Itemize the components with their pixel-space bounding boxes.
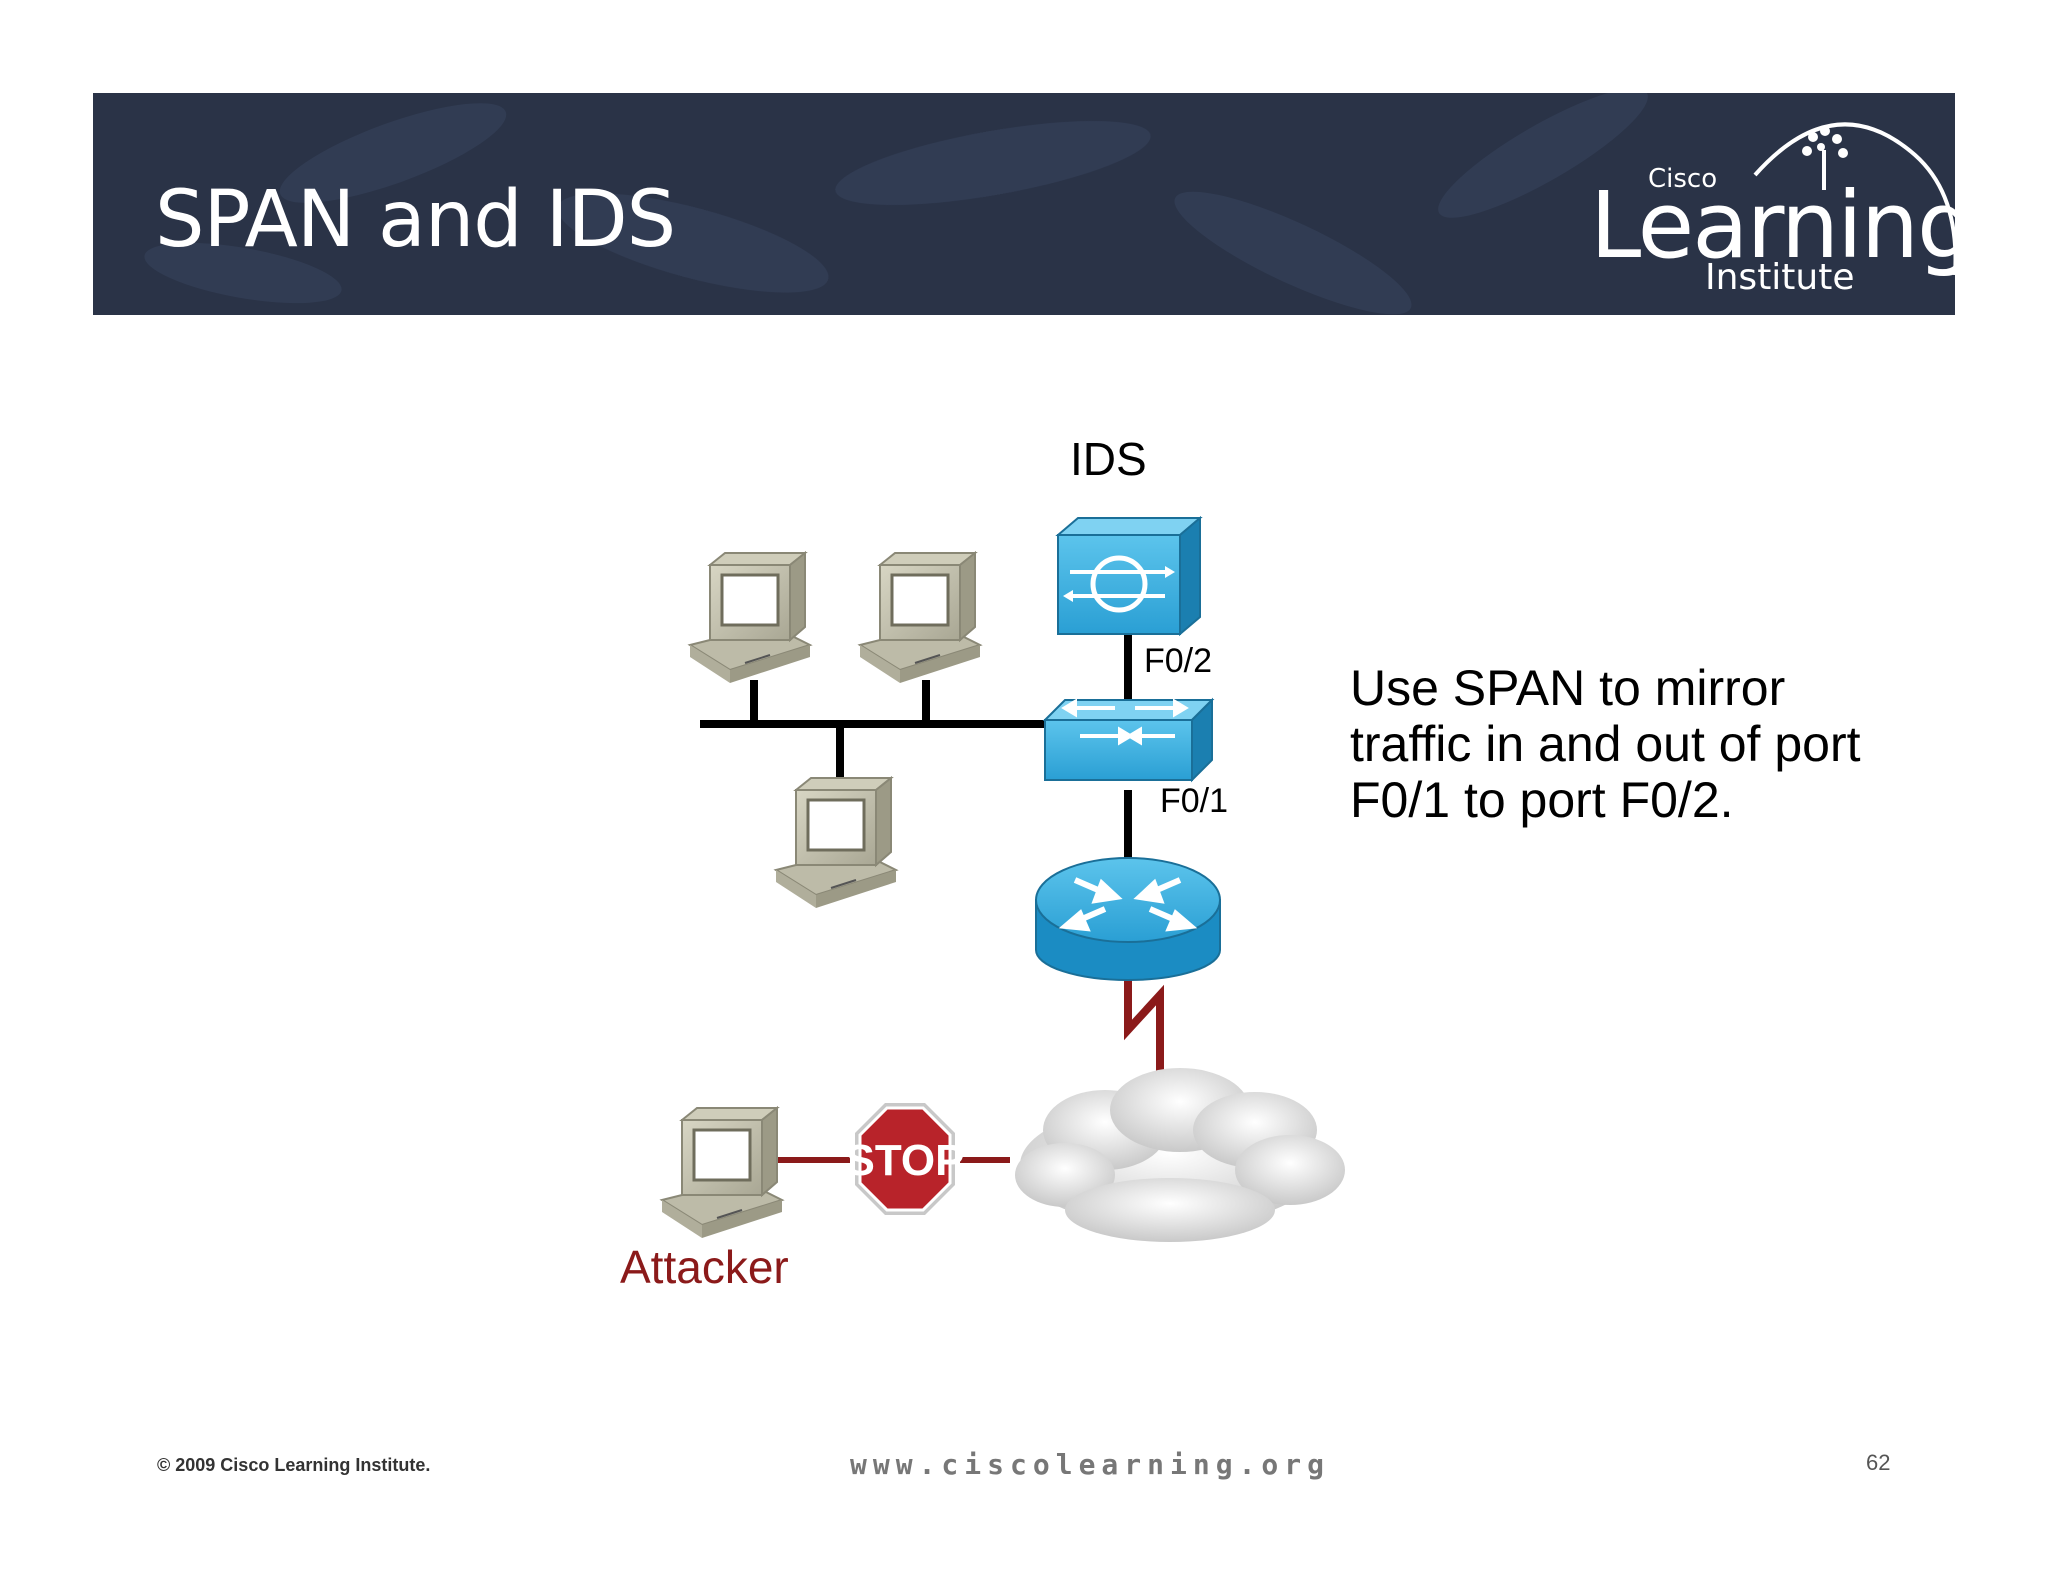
- workstation-1: [688, 551, 812, 685]
- header-banner: SPAN and IDS: [93, 93, 1955, 315]
- logo-cisco-text: Cisco: [1648, 164, 1718, 194]
- logo-institute-text: Institute: [1705, 257, 1855, 298]
- attacker-pc: [660, 1106, 784, 1240]
- banner-texture: [144, 93, 1648, 315]
- attacker-label: Attacker: [620, 1241, 789, 1293]
- cisco-learning-logo: [1753, 122, 1958, 276]
- internet-cloud-icon: [1015, 1068, 1345, 1242]
- workstation-3: [774, 776, 898, 910]
- stop-sign-text: STOP: [845, 1136, 964, 1185]
- footer-url: www.ciscolearning.org: [850, 1448, 1331, 1481]
- footer-copyright: © 2009 Cisco Learning Institute.: [157, 1455, 431, 1475]
- wan-link: [1124, 980, 1164, 1080]
- stop-sign-icon: STOP: [845, 1103, 965, 1215]
- page-number: 62: [1866, 1450, 1891, 1475]
- span-description: Use SPAN to mirror traffic in and out of…: [1350, 660, 1861, 828]
- switch-icon: [1042, 697, 1215, 783]
- port-label-f02: F0/2: [1144, 642, 1213, 680]
- workstation-2: [858, 551, 982, 685]
- ids-label: IDS: [1070, 433, 1147, 485]
- port-label-f01: F0/1: [1160, 782, 1229, 820]
- page-title: SPAN and IDS: [155, 175, 676, 265]
- ids-appliance-icon: [1055, 515, 1203, 637]
- router-icon: [1035, 857, 1221, 981]
- logo-learning-text: Learning: [1590, 172, 1975, 279]
